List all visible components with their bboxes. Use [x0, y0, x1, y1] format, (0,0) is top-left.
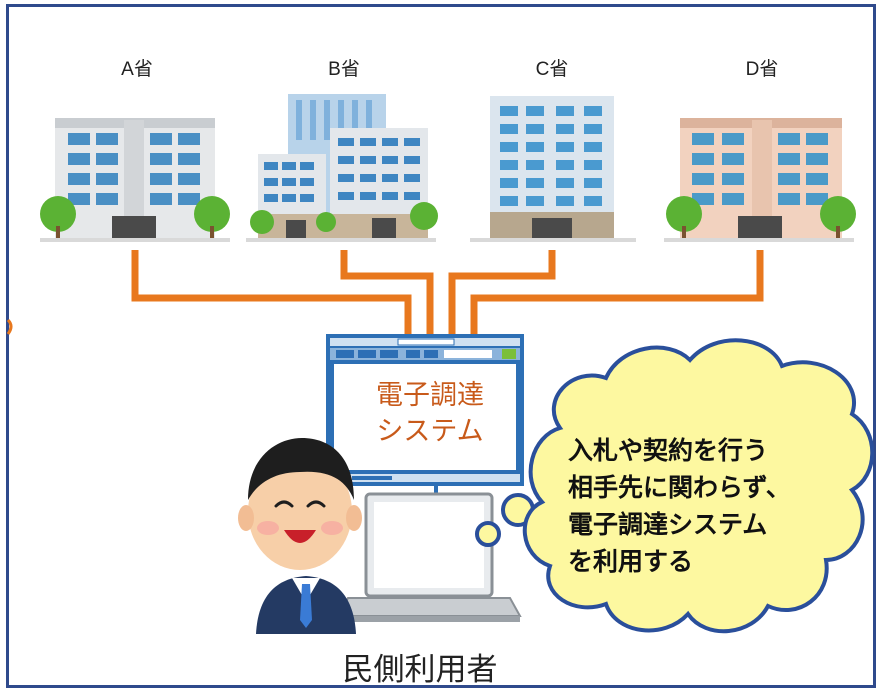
- ministry-c-label: C省: [535, 59, 569, 80]
- bubble-line1: 入札や契約を行う: [568, 436, 769, 465]
- ministry-d-label: D省: [745, 59, 779, 80]
- person-user: [238, 438, 362, 634]
- system-title-line2: システム: [376, 416, 484, 447]
- laptop: [336, 492, 522, 622]
- system-title: 電子調達 システム: [340, 378, 520, 450]
- user-label: 民側利用者: [342, 652, 498, 688]
- building-a: [40, 118, 230, 242]
- thought-bubble: [475, 338, 875, 634]
- connector-c: [448, 250, 556, 338]
- bubble-line3: 電子調達システム: [568, 510, 768, 539]
- connector-d: [470, 250, 764, 338]
- system-window: [326, 334, 524, 494]
- connector-lines: [131, 250, 764, 338]
- building-b: [246, 94, 438, 242]
- ministry-a-label: A省: [121, 59, 153, 80]
- bubble-line2: 相手先に関わらず、: [568, 473, 791, 502]
- connector-b: [340, 250, 434, 338]
- left-edge-mark: [6, 318, 13, 335]
- bubble-line4: を利用する: [568, 547, 694, 576]
- system-title-line1: 電子調達: [376, 380, 484, 411]
- bubble-text: 入札や契約を行う 相手先に関わらず、 電子調達システム を利用する: [568, 432, 848, 580]
- connector-a: [131, 250, 412, 338]
- building-d: [664, 118, 856, 242]
- ministry-b-label: B省: [328, 59, 360, 80]
- building-c: [470, 96, 636, 242]
